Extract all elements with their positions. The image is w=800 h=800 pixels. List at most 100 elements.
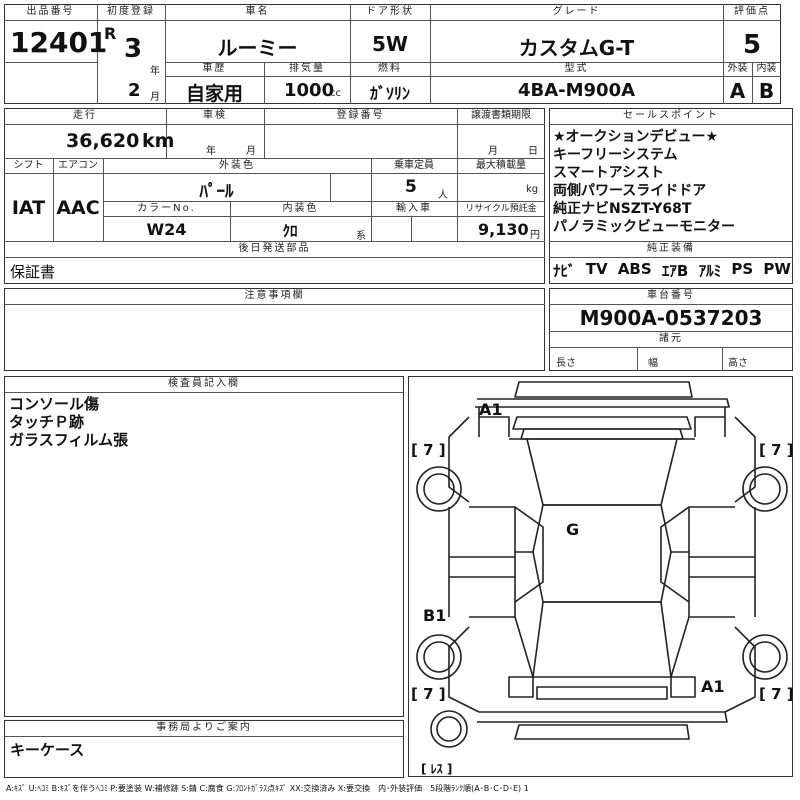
equipment-list: ﾅﾋﾞ TV ABS ｴｱB ｱﾙﾐ PS PW — [553, 260, 791, 281]
spec-block — [4, 108, 545, 284]
int-color-unit: 系 — [356, 231, 366, 242]
tire-rear-right: [ 7 ] — [759, 685, 794, 703]
height-label: 高さ — [728, 358, 748, 369]
list-item: タッチＰ跡 — [9, 413, 85, 431]
inspection-month: 月 — [246, 146, 256, 157]
length-label: 長さ — [556, 358, 576, 369]
inspector-notes: コンソール傷 タッチＰ跡 ガラスフィルム張 — [9, 395, 128, 449]
tire-rear-left: [ 7 ] — [411, 685, 446, 703]
inspector-block — [4, 376, 404, 717]
office-label: 事務局よりご案内 — [156, 722, 252, 733]
capacity: 5 — [405, 177, 417, 197]
tire-front-right: [ 7 ] — [759, 441, 794, 459]
notes-label: 注意事項欄 — [244, 290, 305, 301]
list-item: 純正ナビNSZT-Y68T — [553, 201, 692, 217]
cc-unit: cc — [330, 88, 341, 99]
width-label: 幅 — [648, 358, 658, 369]
fuel: ｶﾞｿﾘﾝ — [369, 84, 410, 103]
car-outline-diagram: A1 G B1 A1 [ 7 ] [ 7 ] [ 7 ] [ 7 ] [ ﾚｽ … — [411, 381, 794, 776]
transfer-doc-label: 譲渡書類期限 — [471, 110, 531, 121]
list-item: TV — [585, 260, 608, 278]
score: 5 — [742, 30, 762, 60]
list-item: コンソール傷 — [9, 395, 100, 413]
color-no-label: カラーNo. — [137, 203, 196, 214]
list-item: ★オークションデビュー★ — [553, 129, 719, 145]
office-block — [4, 720, 404, 778]
car-name-label: 車名 — [245, 6, 270, 17]
damage-legend: A:ｷｽﾞ U:ﾍｺﾐ B:ｷｽﾞを伴うﾍｺﾐ P:要塗装 W:補修跡 S:錆 … — [6, 784, 529, 793]
list-item: ABS — [617, 260, 652, 278]
fuel-label: 燃料 — [378, 63, 402, 74]
tire-spare: [ ﾚｽ ] — [421, 762, 452, 776]
mileage-label: 走行 — [73, 110, 97, 121]
list-item: PS — [731, 260, 754, 278]
capacity-label: 乗車定員 — [394, 160, 434, 171]
list-item: パノラミックビューモニター — [553, 219, 735, 235]
sales-points-label: セールスポイント — [623, 110, 719, 121]
damage-diagram: A1 G B1 A1 [ 7 ] [ 7 ] [ 7 ] [ 7 ] [ ﾚｽ … — [408, 376, 794, 777]
capacity-unit: 人 — [438, 190, 448, 201]
ext-grade: A — [729, 79, 746, 103]
list-item: ｱﾙﾐ — [698, 262, 722, 280]
inspector-label: 検査員記入欄 — [168, 378, 240, 389]
transfer-month: 月 — [488, 146, 498, 157]
displacement: 1000 — [284, 80, 335, 101]
list-item: キーフリーシステム — [553, 147, 678, 163]
era-mark: R — [104, 24, 117, 43]
max-load-label: 最大積載量 — [476, 160, 526, 171]
reg-year: 3 — [124, 34, 143, 64]
car-name: ルーミー — [217, 36, 298, 60]
history-label: 車歴 — [202, 63, 227, 74]
damage-mark-b1: B1 — [423, 606, 446, 625]
displacement-label: 排気量 — [289, 63, 325, 74]
mileage: 36,620 — [66, 130, 140, 152]
chassis-no: M900A-0537203 — [579, 306, 763, 330]
reg-year-unit: 年 — [150, 66, 160, 77]
office-note: キーケース — [10, 741, 85, 759]
aircon: AAC — [56, 197, 100, 219]
list-item: ｴｱB — [661, 262, 689, 280]
notes-block — [4, 288, 545, 371]
sales-points-list: ★オークションデビュー★ キーフリーシステム スマートアシスト 両側パワースライ… — [553, 128, 735, 236]
shift-label: シフト — [13, 160, 44, 171]
int-color: ｸﾛ — [282, 222, 298, 240]
import-label: 輸入車 — [396, 203, 432, 214]
sales-points-block — [549, 108, 793, 284]
reg-month: 2 — [128, 80, 141, 101]
recycle: 9,130 — [478, 220, 529, 239]
transfer-day: 日 — [528, 146, 538, 157]
damage-mark-a1-front: A1 — [479, 400, 503, 419]
door-label: ドア形状 — [366, 6, 414, 17]
inspection-year: 年 — [206, 146, 216, 157]
damage-mark-g: G — [566, 520, 579, 539]
reg-no-label: 登録番号 — [336, 110, 385, 121]
aircon-label: エアコン — [58, 160, 98, 171]
damage-mark-a1-rear: A1 — [701, 677, 725, 696]
door-type: 5W — [372, 32, 408, 56]
recycle-label: リサイクル預託金 — [465, 204, 537, 214]
recycle-unit: 円 — [530, 230, 540, 241]
grade-label: グレード — [552, 6, 601, 17]
list-item: ﾅﾋﾞ — [553, 262, 576, 280]
color-no: W24 — [146, 220, 187, 239]
score-label: 評価点 — [734, 6, 770, 17]
genuine-equip-label: 純正装備 — [647, 243, 695, 254]
shift: IAT — [11, 197, 46, 219]
later-items-label: 後日発送部品 — [238, 243, 311, 254]
lot-no: 12401 — [10, 26, 108, 59]
dims-label: 諸元 — [659, 333, 683, 344]
ext-color: ﾊﾟｰﾙ — [199, 182, 234, 202]
chassis-block — [549, 288, 793, 371]
list-item: ガラスフィルム張 — [9, 431, 129, 449]
list-item: スマートアシスト — [553, 165, 665, 181]
tire-front-left: [ 7 ] — [411, 441, 446, 459]
list-item: 両側パワースライドドア — [553, 183, 707, 199]
chassis-no-label: 車台番号 — [647, 290, 695, 301]
first-reg-label: 初度登録 — [107, 6, 155, 17]
int-label: 内装 — [756, 63, 777, 74]
max-load-unit: kg — [526, 184, 539, 195]
reg-month-unit: 月 — [150, 92, 160, 103]
inspection-label: 車検 — [203, 110, 227, 121]
ext-label: 外装 — [727, 63, 748, 74]
grade: カスタムG-T — [518, 36, 635, 60]
